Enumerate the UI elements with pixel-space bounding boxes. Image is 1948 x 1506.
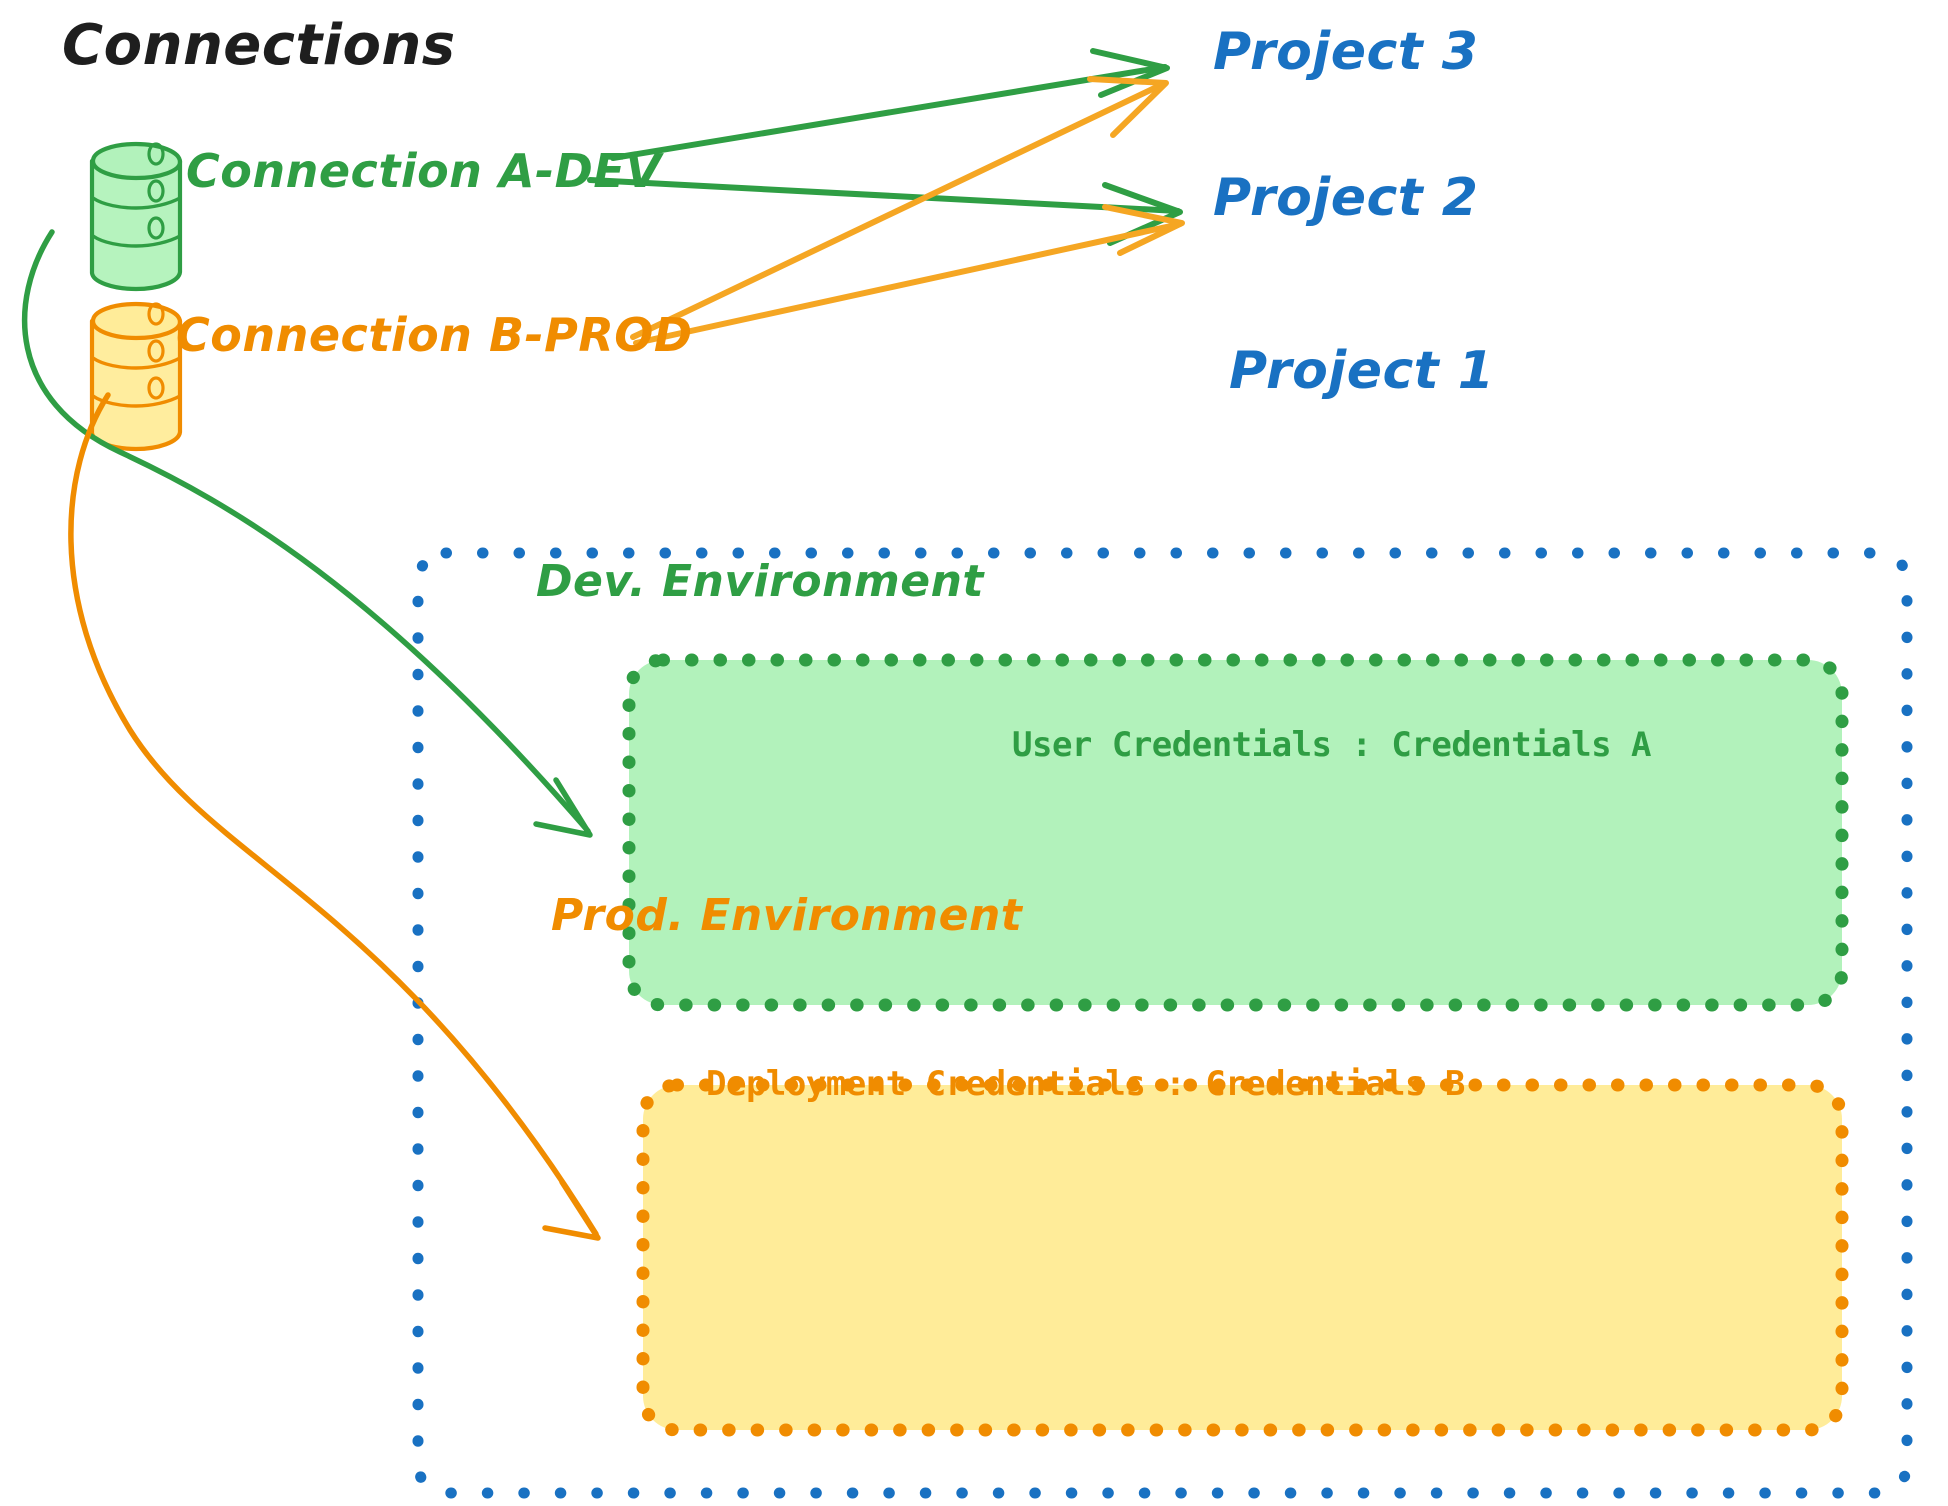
arrow-a-to-project3 <box>610 48 1170 161</box>
dev-environment-credentials: User Credentials : Credentials A <box>1012 725 1652 765</box>
arrow-b-to-prod-environment <box>68 392 601 1241</box>
project-2-label[interactable]: Project 2 <box>1213 168 1479 228</box>
project-3-label[interactable]: Project 3 <box>1213 22 1479 82</box>
dev-environment-title: Dev. Environment <box>536 556 984 607</box>
prod-environment-title: Prod. Environment <box>551 890 1023 941</box>
connection-b-prod-label[interactable]: Connection B-PROD <box>176 308 693 362</box>
prod-environment-box[interactable] <box>636 1078 1849 1437</box>
arrow-b-to-project3 <box>630 76 1169 340</box>
connection-a-dev-label[interactable]: Connection A-DEV <box>186 144 662 198</box>
arrow-a-to-project2 <box>587 177 1183 246</box>
database-cylinder-icon-green[interactable] <box>89 141 183 292</box>
page-title: Connections <box>62 13 456 78</box>
dev-environment-box[interactable] <box>622 653 1849 1012</box>
arrow-a-to-dev-environment <box>21 229 593 838</box>
database-cylinder-icon-orange[interactable] <box>89 301 183 452</box>
prod-environment-credentials: Deployment Credentials : Credentials B <box>706 1064 1465 1104</box>
project-1-label[interactable]: Project 1 <box>1229 341 1495 401</box>
arrow-b-to-project2 <box>633 204 1185 346</box>
